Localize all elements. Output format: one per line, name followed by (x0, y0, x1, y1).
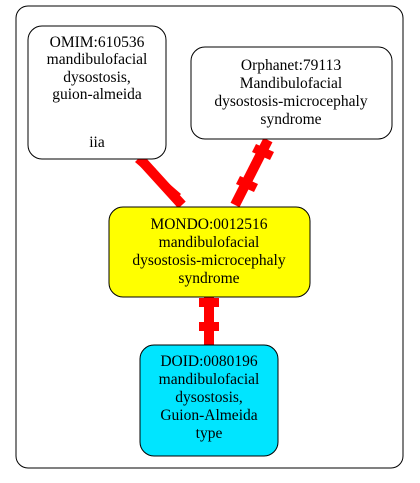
node-mondo[interactable]: MONDO:0012516 mandibulofacial dysostosis… (108, 206, 311, 298)
edge-orphanet-to-mondo (230, 137, 274, 208)
node-box (190, 46, 393, 140)
node-label-line: dysostosis-microcephaly (214, 93, 368, 110)
edge-head-tee (236, 176, 258, 192)
edge-mondo-to-doid (199, 296, 219, 345)
node-label-line: dysostosis, (63, 69, 131, 86)
node-label-line: type (196, 425, 223, 442)
node-label-line: MONDO:0012516 (150, 216, 267, 233)
node-label-line: DOID:0080196 (160, 353, 258, 370)
node-label-line: Guion-Almeida (160, 407, 257, 424)
node-label-line: OMIM:610536 (50, 34, 145, 51)
node-doid[interactable]: DOID:0080196 mandibulofacial dysostosis,… (139, 344, 279, 457)
node-label-line: mandibulofacial (159, 234, 260, 251)
edge-tail-tee (252, 144, 274, 160)
node-box (27, 25, 167, 160)
node-label-line: guion-almeida (52, 86, 142, 103)
node-orphanet[interactable]: Orphanet:79113 Mandibulofacial dysostosi… (190, 46, 393, 140)
edge-head-tee (199, 322, 219, 331)
node-label-line: syndrome (178, 270, 239, 287)
edge-tail-tee (135, 156, 156, 175)
edge-omim-to-mondo (135, 156, 186, 209)
node-omim[interactable]: OMIM:610536 mandibulofacial dysostosis, … (27, 25, 167, 160)
node-label-line: mandibulofacial (47, 51, 148, 68)
node-box (108, 206, 311, 298)
node-label-line: Orphanet:79113 (241, 57, 341, 74)
edge-head-tee (160, 181, 181, 200)
edge-tail-tee (199, 298, 219, 307)
node-box (139, 344, 279, 457)
node-label-line: iia (89, 134, 105, 151)
node-label-line: dysostosis-microcephaly (132, 252, 286, 269)
node-label-line: mandibulofacial (159, 371, 260, 388)
node-label-line: Mandibulofacial (240, 75, 342, 92)
node-label-line: syndrome (260, 111, 321, 128)
node-label-line: dysostosis, (175, 389, 243, 406)
